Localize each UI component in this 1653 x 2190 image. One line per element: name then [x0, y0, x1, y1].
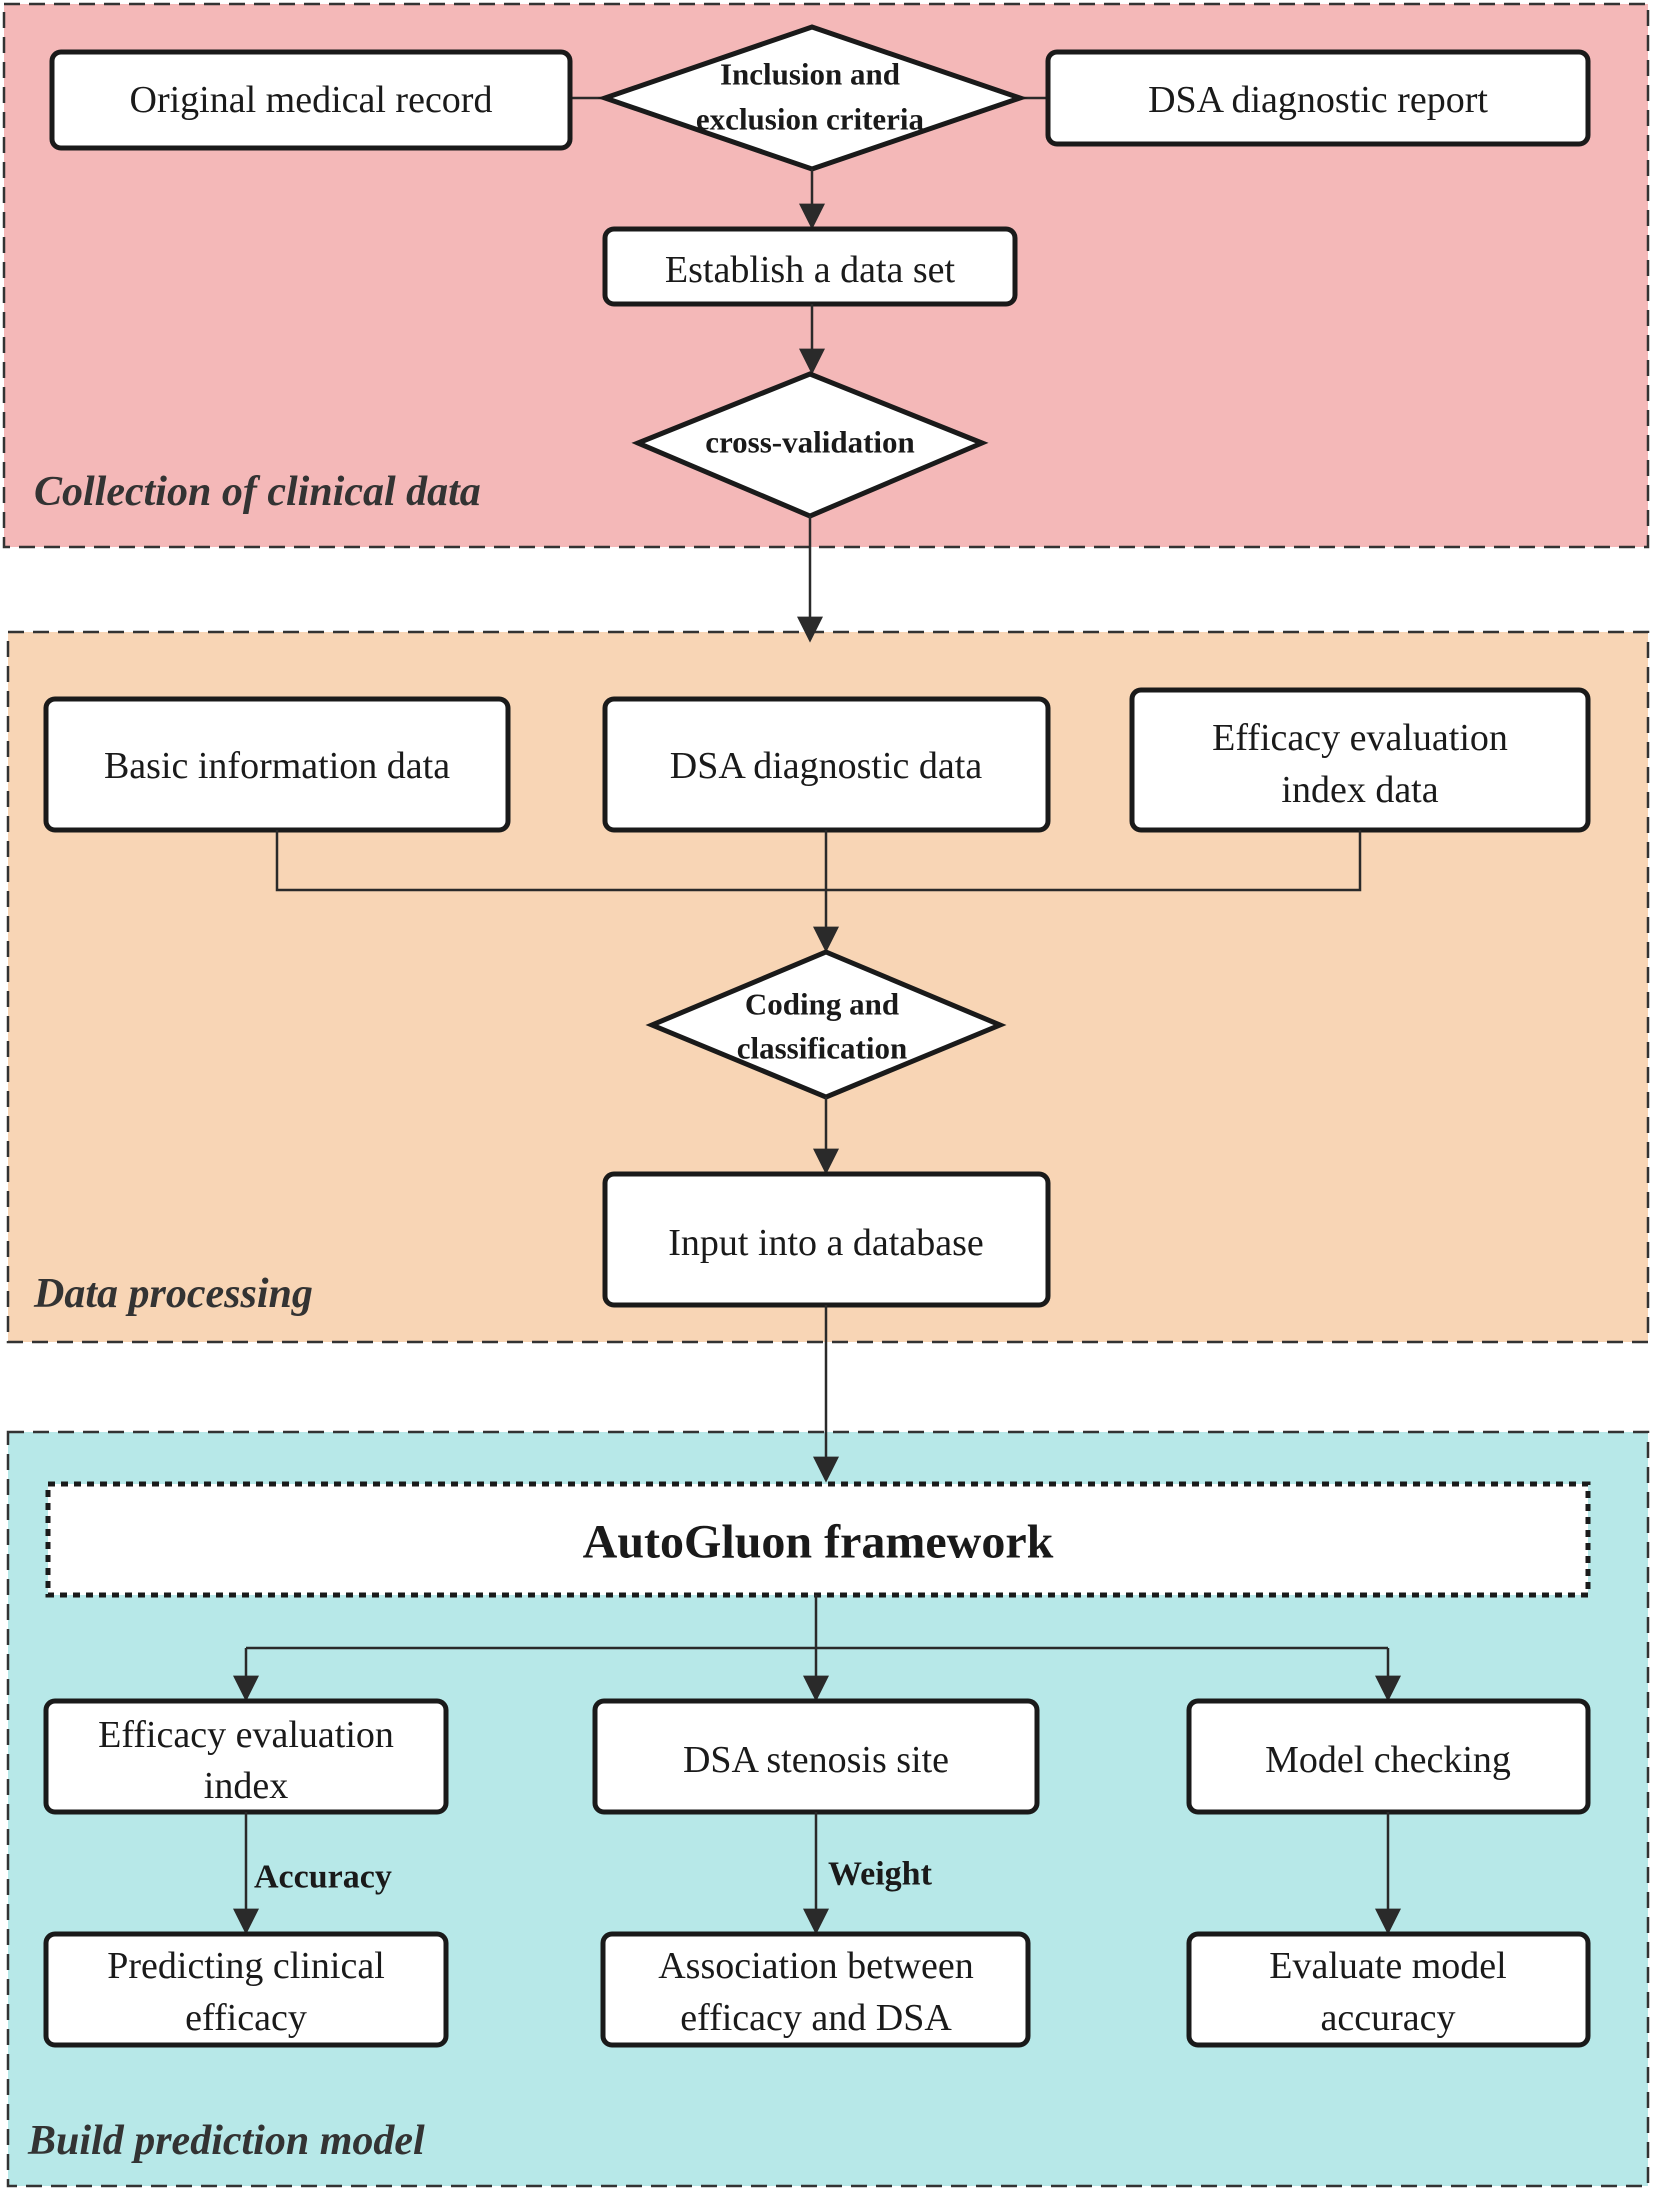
dsa-diagnostic-report-label: DSA diagnostic report	[1148, 79, 1488, 121]
dsa-diagnostic-data-label: DSA diagnostic data	[670, 745, 983, 787]
section-processing-title: Data processing	[33, 1271, 313, 1317]
association-efficacy-dsa-box	[600, 1931, 1031, 2048]
section-model-title: Build prediction model	[27, 2118, 425, 2164]
dsa-diagnostic-report-box	[1045, 49, 1591, 147]
cross-validation-label: cross-validation	[705, 425, 915, 460]
efficacy-evaluation-index-label-1: Efficacy evaluation	[98, 1714, 394, 1756]
merge-connector	[275, 830, 1362, 892]
inclusion-exclusion-label-1: Inclusion and	[720, 57, 900, 92]
autogluon-framework-box	[45, 1481, 1591, 1598]
association-efficacy-dsa-label-2: efficacy and DSA	[680, 1997, 952, 2039]
predicting-clinical-efficacy-box	[43, 1931, 449, 2048]
coding-classification-label-1: Coding and	[745, 987, 899, 1022]
evaluate-model-accuracy-label-1: Evaluate model	[1269, 1945, 1506, 1987]
original-medical-record-box	[49, 49, 573, 151]
model-checking-label: Model checking	[1265, 1739, 1511, 1781]
coding-classification-label-2: classification	[737, 1031, 908, 1066]
autogluon-framework-label: AutoGluon framework	[583, 1516, 1054, 1569]
section-collection-title: Collection of clinical data	[34, 469, 481, 515]
evaluate-model-accuracy-label-2: accuracy	[1321, 1997, 1456, 2039]
weight-edge-label: Weight	[828, 1856, 933, 1893]
efficacy-evaluation-data-label-1: Efficacy evaluation	[1212, 717, 1508, 759]
evaluate-model-accuracy-box	[1186, 1931, 1591, 2048]
association-efficacy-dsa-label-1: Association between	[658, 1945, 974, 1987]
efficacy-evaluation-data-label-2: index data	[1281, 769, 1438, 811]
establish-dataset-box	[602, 226, 1018, 307]
predicting-clinical-efficacy-label-1: Predicting clinical	[107, 1945, 385, 1987]
input-database-label: Input into a database	[668, 1222, 984, 1264]
accuracy-edge-label: Accuracy	[254, 1859, 392, 1896]
original-medical-record-label: Original medical record	[130, 79, 493, 121]
inclusion-exclusion-label-2: exclusion criteria	[696, 102, 925, 137]
efficacy-evaluation-index-label-2: index	[204, 1765, 288, 1807]
basic-information-data-label: Basic information data	[104, 745, 450, 787]
dsa-stenosis-site-label: DSA stenosis site	[683, 1739, 949, 1781]
predicting-clinical-efficacy-label-2: efficacy	[185, 1997, 307, 2039]
establish-dataset-label: Establish a data set	[665, 249, 956, 291]
